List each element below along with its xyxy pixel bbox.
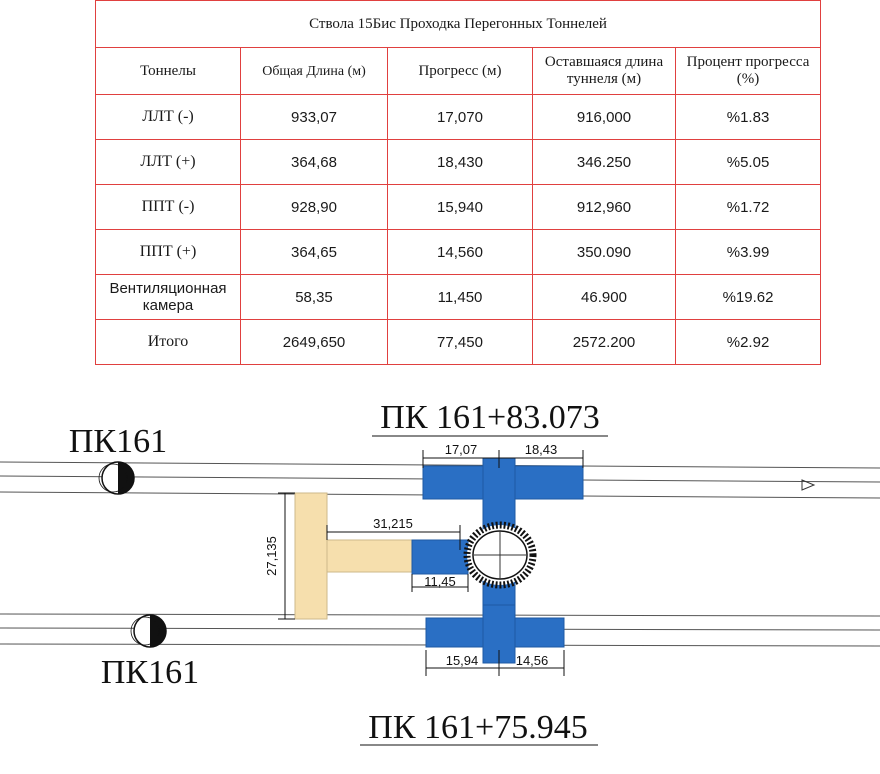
dimension-lines <box>278 435 608 746</box>
row-progress: 18,430 <box>387 139 533 185</box>
row-percent: %19.62 <box>674 274 822 320</box>
pk-label-bottom-center: ПК 161+75.945 <box>368 709 587 746</box>
table-row: ЛЛТ (+) 364,68 18,430 346.250 %5.05 <box>95 139 822 185</box>
row-remaining: 346.250 <box>532 139 676 185</box>
row-name: Итого <box>95 319 241 365</box>
row-percent: %3.99 <box>674 229 822 275</box>
header-total-length: Общая Длина (м) <box>240 47 388 95</box>
shaft-ring <box>463 521 537 589</box>
row-percent: %2.92 <box>674 319 822 365</box>
row-percent: %1.83 <box>674 94 822 140</box>
table-row: ЛЛТ (-) 933,07 17,070 916,000 %1.83 <box>95 94 822 140</box>
row-progress: 15,940 <box>387 184 533 230</box>
row-name: ППТ (-) <box>95 184 241 230</box>
dim-chamber-height: 27,135 <box>264 536 279 576</box>
table-row: ППТ (+) 364,65 14,560 350.090 %3.99 <box>95 229 822 275</box>
row-name: ЛЛТ (+) <box>95 139 241 185</box>
dim-top-left: 17,07 <box>445 442 478 457</box>
row-remaining: 916,000 <box>532 94 676 140</box>
header-remaining: Оставшаяся длина туннеля (м) <box>532 47 676 95</box>
row-progress: 11,450 <box>387 274 533 320</box>
table-row: ППТ (-) 928,90 15,940 912,960 %1.72 <box>95 184 822 230</box>
row-progress: 14,560 <box>387 229 533 275</box>
row-remaining: 46.900 <box>532 274 676 320</box>
row-remaining: 912,960 <box>532 184 676 230</box>
pk-label-left-top: ПК161 <box>69 423 167 460</box>
direction-arrow-icon <box>801 479 816 491</box>
row-total: 364,68 <box>240 139 388 185</box>
row-remaining: 2572.200 <box>532 319 676 365</box>
row-progress: 77,450 <box>387 319 533 365</box>
header-tunnels: Тоннелы <box>95 47 241 95</box>
pk-label-left-bottom: ПК161 <box>101 654 199 691</box>
header-percent: Процент прогресса (%) <box>674 47 822 95</box>
row-total: 58,35 <box>240 274 388 320</box>
table-row: Итого 2649,650 77,450 2572.200 %2.92 <box>95 319 822 365</box>
chamber-stub <box>411 539 469 575</box>
row-total: 928,90 <box>240 184 388 230</box>
site-plan: 17,07 18,43 15,94 14,56 31,215 11,45 27,… <box>0 399 880 746</box>
dim-passage-length: 31,215 <box>373 516 413 531</box>
table-title: Ствола 15Бис Проходка Перегонных Тоннеле… <box>94 0 822 48</box>
row-total: 933,07 <box>240 94 388 140</box>
row-percent: %5.05 <box>674 139 822 185</box>
dim-top-right: 18,43 <box>525 442 558 457</box>
pk-marker-top-icon <box>98 461 135 495</box>
ventilation-chamber <box>294 492 416 620</box>
row-percent: %1.72 <box>674 184 822 230</box>
dim-bottom-left: 15,94 <box>446 653 479 668</box>
table-row: Вентиляционная камера 58,35 11,450 46.90… <box>95 274 822 320</box>
row-name: ЛЛТ (-) <box>95 94 241 140</box>
row-total: 2649,650 <box>240 319 388 365</box>
dim-bottom-right: 14,56 <box>516 653 549 668</box>
progress-table: Ствола 15Бис Проходка Перегонных Тоннеле… <box>94 0 822 365</box>
row-name: ППТ (+) <box>95 229 241 275</box>
pk-label-top-right: ПК 161+83.073 <box>380 399 599 436</box>
pk-marker-bottom-icon <box>130 614 167 648</box>
row-remaining: 350.090 <box>532 229 676 275</box>
row-progress: 17,070 <box>387 94 533 140</box>
row-name: Вентиляционная камера <box>95 274 241 320</box>
row-total: 364,65 <box>240 229 388 275</box>
header-progress: Прогресс (м) <box>387 47 533 95</box>
dim-stub-length: 11,45 <box>424 574 456 589</box>
